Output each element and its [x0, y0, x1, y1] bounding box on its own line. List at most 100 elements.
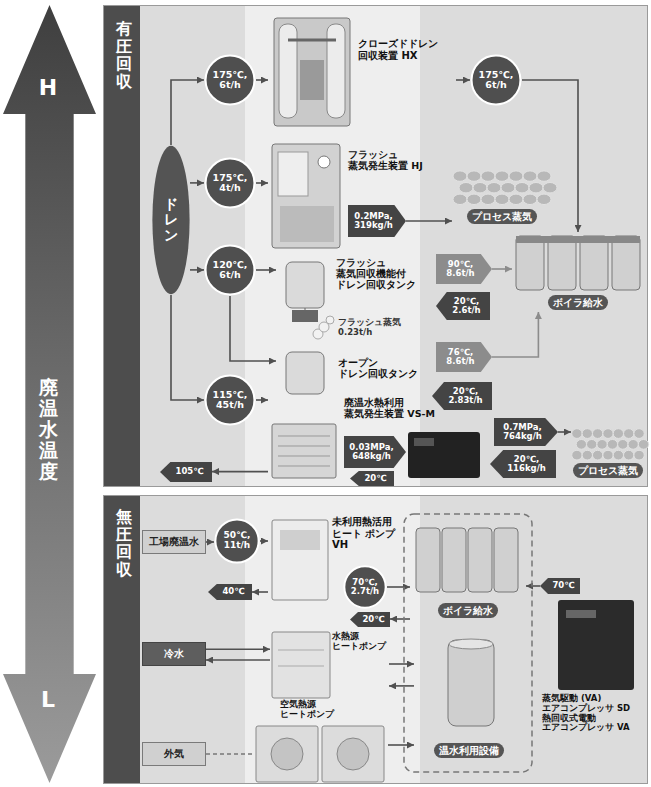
flash-drain-tank-part	[292, 310, 318, 322]
text-slot: フラッシュ 蒸気発生装置 HJ	[348, 150, 448, 172]
equipment-unit: 空気熱源 ヒートポンプ	[252, 700, 388, 784]
text-slot: H	[3, 75, 93, 100]
node-text: 0.2MPa, 319kg/h	[351, 212, 396, 231]
closed-drain-recovery-unit-part	[288, 39, 336, 42]
flow-connector	[256, 399, 268, 401]
flow-connector	[212, 471, 268, 473]
flash-steam-generator-part	[272, 144, 340, 248]
boiler-group-bottom-part	[416, 528, 440, 592]
node-text: ボイラ給水	[438, 603, 498, 619]
node-text: 120℃, 6t/h	[210, 260, 250, 281]
flow-connector	[171, 80, 204, 145]
flow-badge: 70℃	[540, 578, 580, 594]
equipment-unit: オープン ドレン回収タンク	[276, 346, 429, 396]
text-slot: クローズドドレン 回収装置 HX	[358, 38, 453, 61]
node-text: 20℃, 2.6t/h	[446, 297, 487, 316]
flow-connector	[252, 591, 268, 593]
boiler-group-bottom-part	[468, 528, 492, 592]
badge-shape-part	[344, 436, 406, 468]
drain-ellipse: ドレン	[152, 145, 190, 295]
flow-connector	[526, 585, 540, 587]
cloud-shape-part	[624, 450, 634, 460]
panel-grounds-part	[103, 495, 140, 784]
panel-grounds-part	[245, 495, 420, 784]
node-text: 175℃, 6t/h	[210, 70, 250, 91]
badge-shape-part	[494, 418, 558, 446]
cloud-shape-part	[515, 183, 529, 193]
cloud-shape-part	[495, 194, 509, 204]
badge-shape-part	[208, 584, 252, 600]
text-slot: 廃温水熱利用 蒸気発生装置 VS-M	[344, 398, 448, 420]
node-text: 20℃	[364, 474, 386, 483]
boiler-group-bottom	[416, 528, 518, 592]
ellipse-shape-part	[152, 146, 189, 295]
boiler-group-top-part	[548, 236, 576, 290]
badge-shape-part	[160, 462, 212, 482]
flow-badge: 76℃, 8.6t/h	[436, 342, 492, 372]
text-slot: フラッシュ 蒸気回収機能付 ドレン回収タンク	[336, 258, 436, 291]
flow-connector	[206, 659, 270, 661]
cloud-shape-part	[487, 183, 501, 193]
cloud-shape-part	[613, 429, 623, 439]
panel-grounds-part	[103, 5, 648, 487]
node-text: 90℃, 8.6t/h	[439, 260, 482, 279]
source-box: 外気	[142, 742, 206, 766]
circle-shape-part	[472, 56, 521, 105]
text-slot: 水熱源 ヒートポンプ	[332, 632, 386, 652]
waste-heat-steam-generator-part	[272, 424, 336, 478]
cloud-shape-part	[537, 194, 551, 204]
equipment-unit: 蒸気駆動 (VA) エアコンプレッサ SD 熱回収式電動 エアコンプレッサ VA	[540, 548, 646, 744]
cloud-shape-part	[603, 450, 613, 460]
flow-connector	[230, 296, 276, 361]
text-slot: オープン ドレン回収タンク	[338, 358, 426, 380]
flow-connector	[406, 220, 452, 222]
node-text: 50℃, 11t/h	[220, 531, 254, 551]
circle-shape-part	[206, 246, 255, 295]
node-text: L	[3, 687, 93, 712]
flow-connector	[190, 182, 204, 184]
badge-shape-part	[348, 205, 406, 237]
node-text: 70℃, 2.7t/h	[349, 578, 381, 597]
waste-heat-steam-generator-part	[278, 456, 330, 457]
node-text: 0.03MPa, 648kg/h	[347, 443, 396, 462]
process-steam-cloud: プロセス蒸気	[571, 426, 645, 480]
flow-circle: 175℃, 6t/h	[470, 54, 522, 106]
node-text: 未利用熱活用 ヒート ポンプ VH	[332, 516, 396, 551]
closed-drain-recovery-unit-part	[279, 24, 297, 118]
note-label: フラッシュ蒸気 0.23t/h	[338, 318, 430, 338]
hot-water-facility: 温水利用設備	[414, 630, 524, 760]
flow-circle: 120℃, 6t/h	[204, 244, 256, 296]
flow-badge: 0.2MPa, 319kg/h	[348, 205, 406, 237]
boiler-group-top-part	[612, 236, 640, 290]
node-text: 工場廃温水	[149, 536, 199, 548]
cloud-shape-part	[582, 429, 592, 439]
flow-connector	[206, 753, 252, 755]
waste-heat-steam-generator-part	[278, 446, 330, 447]
flash-steam-generator	[272, 144, 340, 248]
closed-drain-recovery-unit-part	[327, 24, 345, 118]
open-drain-tank	[286, 316, 334, 394]
badge-shape-part	[350, 471, 394, 486]
closed-drain-recovery-unit	[274, 18, 350, 126]
axis-arrow-shape-part	[3, 5, 96, 783]
hot-water-tank-part	[449, 639, 493, 649]
flow-connector	[388, 744, 414, 746]
dashed-region	[404, 514, 532, 772]
cloud-shape-part	[634, 429, 644, 439]
pressurized-recovery-panel: 有圧回収ドレン175℃, 6t/h175℃, 4t/h120℃, 6t/h115…	[103, 5, 648, 487]
badge-shape-part	[436, 342, 492, 372]
circle-shape-part	[206, 159, 255, 208]
node-text: 175℃, 6t/h	[476, 70, 516, 91]
node-text: 廃温水熱利用 蒸気発生装置 VS-M	[344, 398, 448, 420]
node-text: 70℃	[552, 581, 574, 590]
cloud-shape-part	[603, 429, 613, 439]
node-text: 175℃, 4t/h	[210, 173, 250, 194]
badge-shape-part	[490, 450, 556, 478]
flow-badge: 40℃	[208, 584, 252, 600]
flow-circle: 175℃, 4t/h	[204, 157, 256, 209]
waste-heat-steam-generator-part	[278, 436, 330, 437]
flow-connector	[387, 586, 410, 588]
flow-badge: 20℃, 2.83t/h	[432, 382, 492, 410]
water-source-heat-pump	[272, 632, 330, 698]
